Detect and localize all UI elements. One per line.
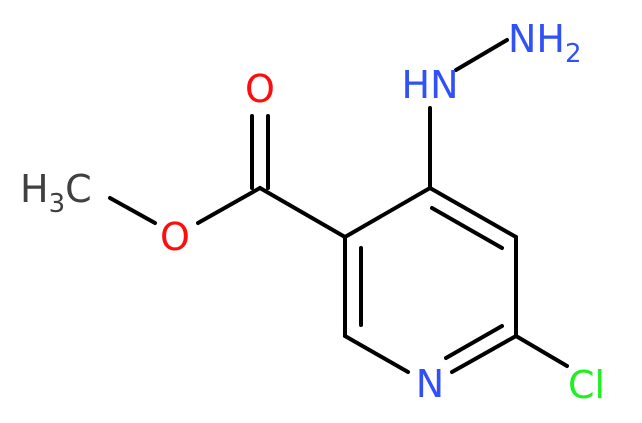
- nh2-label: NH2: [508, 17, 582, 69]
- chlorine-label: Cl: [568, 363, 605, 407]
- bond-n1-c2: [343, 334, 410, 374]
- oxygen-ester-label: O: [160, 215, 190, 259]
- bond-o-methyl: [108, 196, 157, 225]
- bond-c-o-ester: [196, 186, 262, 225]
- bond-c6-cl: [514, 334, 569, 368]
- bond-c3-c4: [343, 186, 432, 239]
- ring-nitrogen-label: N: [416, 362, 444, 406]
- bonds: [108, 38, 569, 374]
- bond-nh-nh2: [454, 38, 509, 72]
- nh-label: HN: [402, 63, 459, 107]
- methyl-label: H3C: [20, 167, 92, 219]
- bond-c6-n1-inner: [444, 324, 504, 360]
- bond-c4-c5: [428, 186, 518, 239]
- bond-c6-n1: [450, 334, 518, 374]
- bond-c3-carbonyl: [258, 186, 347, 239]
- oxygen-carbonyl-label: O: [245, 67, 275, 111]
- bond-c4-c5-inner: [430, 206, 504, 250]
